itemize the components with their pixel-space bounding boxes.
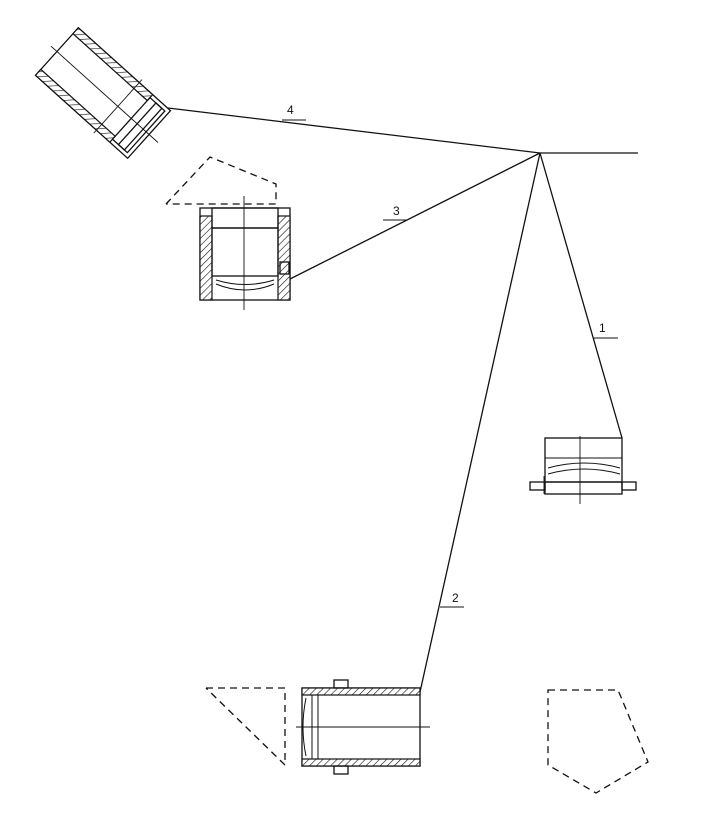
ray-label-1: 1 <box>594 321 618 339</box>
ray-4 <box>167 107 541 154</box>
lens-assembly-1 <box>529 436 637 504</box>
tilted-lens-tube <box>34 26 172 160</box>
ray-label-4-text: 4 <box>287 103 294 117</box>
lens-tube-2 <box>296 679 430 775</box>
ray-label-1-text: 1 <box>599 321 606 335</box>
ray-3 <box>287 152 541 281</box>
dashed-triangle-top <box>165 156 277 205</box>
dashed-pentagon <box>547 689 649 794</box>
rays <box>167 107 638 693</box>
ray-label-2-text: 2 <box>452 591 459 605</box>
dashed-triangle-bottom <box>205 687 286 767</box>
lens-housing-3 <box>199 196 291 310</box>
ray-label-2: 2 <box>440 591 464 608</box>
ray-label-3: 3 <box>383 204 407 221</box>
ray-label-4: 4 <box>282 103 306 121</box>
ray-2 <box>419 152 541 693</box>
ray-label-3-text: 3 <box>393 204 400 218</box>
ray-1 <box>539 152 623 439</box>
